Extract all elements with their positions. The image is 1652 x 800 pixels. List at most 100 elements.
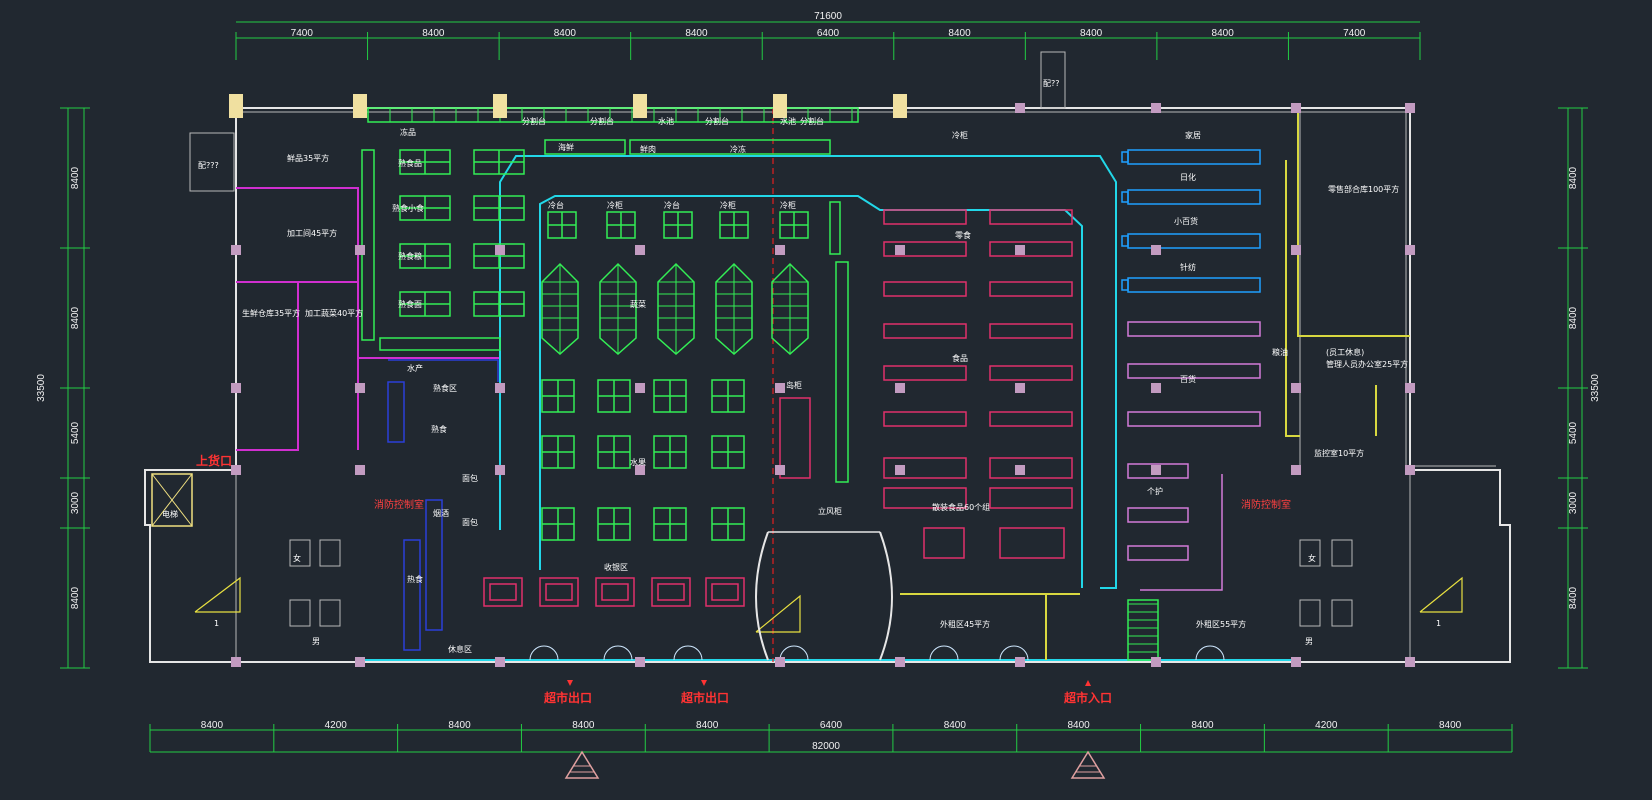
food-shelf (989, 323, 1073, 339)
dept-home: 家居 (1185, 130, 1201, 140)
elevator-label: 电梯 (162, 509, 178, 519)
top-dim-label: 8400 (422, 28, 445, 39)
exit-1-arrow-icon (567, 680, 573, 686)
checkout-inner (601, 583, 629, 601)
bottom-dim-label: 8400 (1191, 720, 1214, 731)
checkout-inner (489, 583, 517, 601)
checkout-inner (545, 583, 573, 601)
bottom-dim-label: 8400 (944, 720, 967, 731)
left-2: 熟食小食 (392, 203, 424, 213)
bulk-shelf (883, 487, 967, 509)
bulk-bin (923, 527, 965, 559)
bulk-shelf (989, 457, 1073, 479)
stair-left-label: 1 (214, 619, 219, 628)
left-dim-label: 5400 (70, 421, 81, 444)
cosmetic-shelf (1127, 463, 1189, 479)
meat-counter (629, 139, 831, 155)
right-dim-label: 8400 (1568, 586, 1579, 609)
left-dim-label: 8400 (70, 306, 81, 329)
left-1: 熟食品 (398, 158, 422, 168)
column-marker (493, 94, 507, 118)
top-row-4: 分割台 (705, 116, 729, 126)
column (1015, 245, 1025, 255)
column (231, 465, 241, 475)
column (355, 465, 365, 475)
dept-cosmetic: 个护 (1147, 486, 1163, 496)
column (231, 245, 241, 255)
column (1405, 465, 1415, 475)
door-swing (673, 645, 689, 661)
room-staff-office-1: (员工休息) (1326, 347, 1364, 357)
toilet-stall (289, 539, 311, 567)
food-shelf (883, 241, 967, 257)
food-shelf (883, 411, 967, 427)
top-left-box (189, 132, 235, 192)
dept-cold: 冷柜 (952, 130, 968, 140)
hot-shelf (403, 539, 421, 651)
plan-labels: 鲜品35平方 加工间45平方 生鲜仓库35平方 加工蔬菜40平方 零售部合库10… (196, 116, 1441, 705)
food-shelf (989, 209, 1073, 225)
cosmetic-shelf (1127, 507, 1189, 523)
door-swing (1209, 645, 1225, 661)
room-leased-2: 外租区55平方 (1196, 619, 1246, 629)
bread-shelf (425, 499, 443, 631)
door-swing (603, 645, 619, 661)
dept-island: 岛柜 (786, 380, 802, 390)
bottom-dim-label: 6400 (820, 720, 843, 731)
cosmetic-shelf (1127, 545, 1189, 561)
toilet-women-left: 女 (293, 553, 301, 563)
dept-checkout: 收银区 (604, 562, 628, 572)
bottom-dim-label: 8400 (201, 720, 224, 731)
left-total-dim: 33500 (36, 374, 47, 402)
column (635, 465, 645, 475)
purple-wall (1140, 474, 1223, 591)
stand-strip-2 (835, 261, 849, 483)
dept-water: 水产 (407, 363, 423, 373)
goods-shelf (1127, 233, 1261, 249)
column (355, 383, 365, 393)
room-shop-right-top: 零售部合库100平方 (1328, 184, 1399, 194)
column (1015, 103, 1025, 113)
column (895, 465, 905, 475)
left-4: 熟食面 (398, 299, 422, 309)
column (1291, 465, 1301, 475)
door-swing (1013, 645, 1029, 661)
column-marker (633, 94, 647, 118)
deli-shelf (387, 381, 405, 443)
structural-columns (229, 94, 1415, 667)
top-right-box (1040, 51, 1066, 109)
right-dim-label: 3000 (1568, 491, 1579, 514)
dept-bakery: 面包 (462, 517, 478, 527)
column (1291, 245, 1301, 255)
column (1015, 657, 1025, 667)
seafood-counter (544, 139, 626, 155)
top-row-2: 分割台 (590, 116, 614, 126)
column (775, 657, 785, 667)
column (1151, 245, 1161, 255)
section-markers (564, 750, 1106, 779)
bottom-dim-label: 4200 (1315, 720, 1338, 731)
column (1151, 657, 1161, 667)
top-row-3: 水池 (658, 116, 674, 126)
column (1291, 383, 1301, 393)
loading-dock-label: 上货口 (196, 453, 232, 468)
dept-baby: 小百货 (1174, 216, 1198, 226)
dept-cooked: 熟食区 (433, 383, 457, 393)
dept-dry-goods: 粮油 (1272, 347, 1288, 357)
room-staff-office-2: 管理人员办公室25平方 (1326, 359, 1408, 369)
column (1291, 103, 1301, 113)
dept-tobacco: 烟酒 (433, 509, 449, 518)
checkout-inner (657, 583, 685, 601)
column (1015, 383, 1025, 393)
food-shelf (989, 365, 1073, 381)
door-swing (929, 645, 945, 661)
food-shelf (989, 411, 1073, 427)
dept-hot: 热食 (407, 574, 423, 584)
entry-arc-right (879, 531, 893, 661)
goods-shelf-end (1121, 235, 1129, 247)
general-shelf (1127, 321, 1261, 337)
fire-room-right: 消防控制室 (1241, 498, 1291, 511)
door-swing (543, 645, 559, 661)
top-row-5: 水池 (780, 116, 796, 126)
